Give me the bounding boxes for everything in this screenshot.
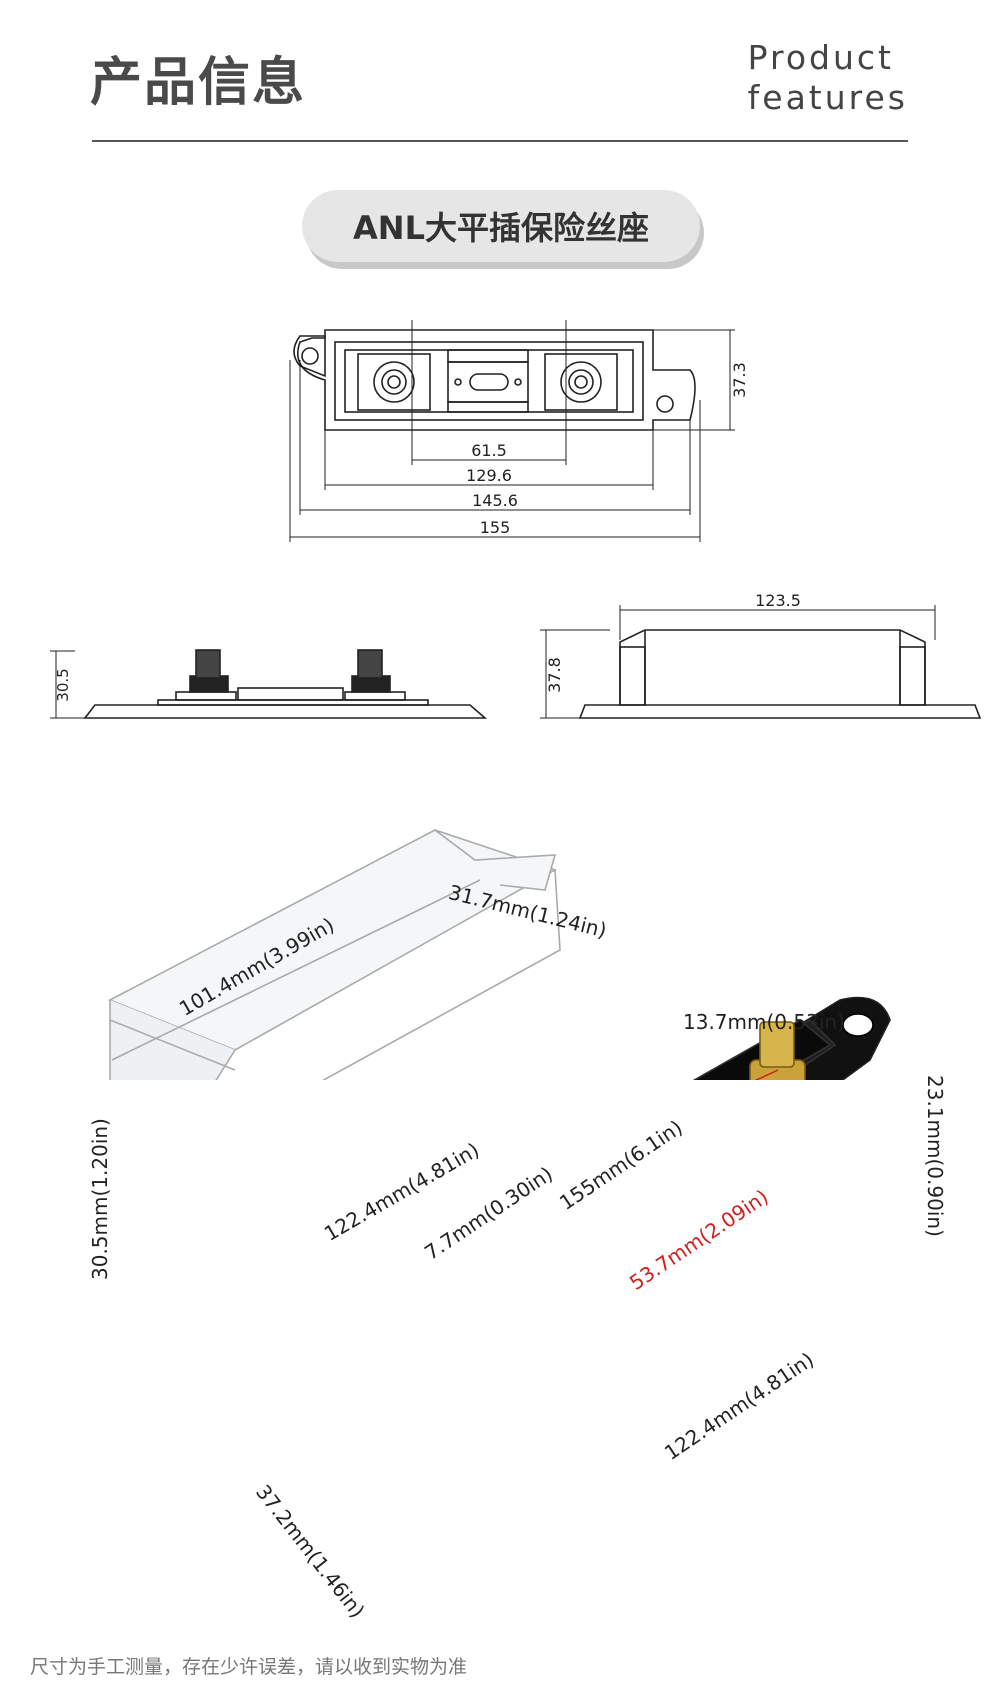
top-dim-145-6: 145.6 [472, 491, 518, 510]
terminal-width-label: 13.7mm(0.53in) [683, 1010, 845, 1034]
base-3d-drawing [692, 996, 891, 1080]
top-dim-61-5: 61.5 [471, 441, 507, 460]
page-title-cn: 产品信息 [90, 53, 307, 113]
product-name-pill: ANL大平插保险丝座 [302, 190, 700, 262]
cover-3d-drawing [108, 829, 561, 1080]
header-divider [92, 140, 908, 142]
cover-side-view-drawing [540, 605, 982, 719]
cover-side-dim-123-5: 123.5 [755, 591, 801, 610]
page-title-en-line2: features [747, 78, 908, 117]
page-title-en-line1: Product [747, 38, 894, 77]
page-title-en: Product features [748, 38, 908, 118]
stud-spacing-label: 53.7mm(2.09in) [625, 1184, 773, 1295]
top-dim-129-6: 129.6 [466, 466, 512, 485]
technical-drawings: 61.5 129.6 145.6 155 37.3 30.5 123.5 37.… [50, 320, 982, 1080]
measurement-footnote: 尺寸为手工测量，存在少许误差，请以收到实物为准 [30, 1656, 468, 1678]
top-view-drawing [293, 329, 696, 431]
top-dim-155: 155 [480, 518, 511, 537]
cover-height-label: 30.5mm(1.20in) [88, 1118, 112, 1280]
cover-side-dim-37-8: 37.8 [545, 657, 564, 693]
base-length-label: 122.4mm(4.81in) [660, 1347, 819, 1465]
top-dim-37-3: 37.3 [730, 362, 749, 398]
side-dim-30-5: 30.5 [54, 668, 72, 701]
top-view-dim-lines [289, 320, 735, 542]
base-width-label: 37.2mm(1.46in) [251, 1480, 370, 1623]
total-length-label: 155mm(6.1in) [555, 1115, 687, 1215]
terminal-height-label: 23.1mm(0.90in) [923, 1075, 947, 1237]
side-view-drawing [50, 649, 488, 719]
